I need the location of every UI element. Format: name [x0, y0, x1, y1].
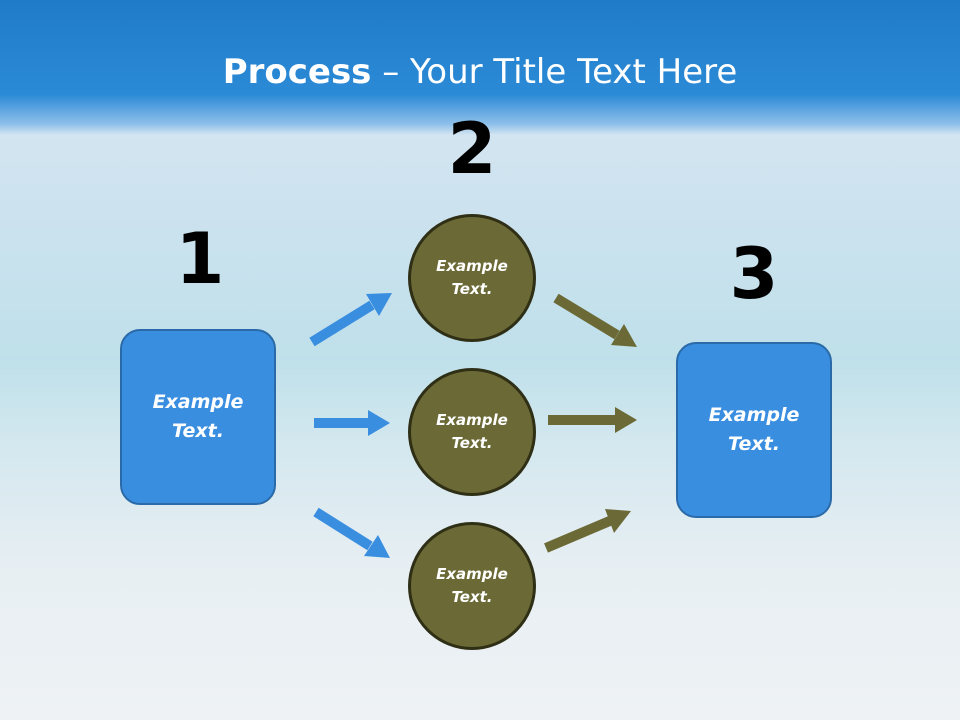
- step-1-text: Example Text.: [152, 391, 244, 442]
- title-rest-part: – Your Title Text Here: [371, 52, 738, 92]
- step-2-circle-bottom: Example Text.: [408, 522, 536, 650]
- arrow-middle-to-3: [548, 407, 637, 433]
- step-2-circle-middle: Example Text.: [408, 368, 536, 496]
- step-2-top-text: Example Text.: [436, 257, 508, 298]
- step-2-middle-text: Example Text.: [436, 411, 508, 452]
- arrow-1-to-top: [309, 293, 392, 347]
- arrow-1-to-bottom: [313, 507, 390, 558]
- step-1-box: Example Text.: [120, 329, 276, 505]
- step-2-bottom-text: Example Text.: [436, 565, 508, 606]
- arrow-bottom-to-3: [544, 509, 631, 553]
- step-1-number: 1: [175, 218, 225, 300]
- step-2-number: 2: [447, 108, 497, 190]
- title-bold-part: Process: [222, 52, 372, 92]
- slide-title: Process – Your Title Text Here: [0, 52, 960, 92]
- step-2-circle-top: Example Text.: [408, 214, 536, 342]
- step-3-text: Example Text.: [708, 404, 800, 455]
- arrow-top-to-3: [553, 293, 637, 347]
- step-3-box: Example Text.: [676, 342, 832, 518]
- arrow-1-to-middle: [314, 410, 390, 436]
- title-bar: [0, 0, 960, 135]
- step-3-number: 3: [729, 233, 779, 315]
